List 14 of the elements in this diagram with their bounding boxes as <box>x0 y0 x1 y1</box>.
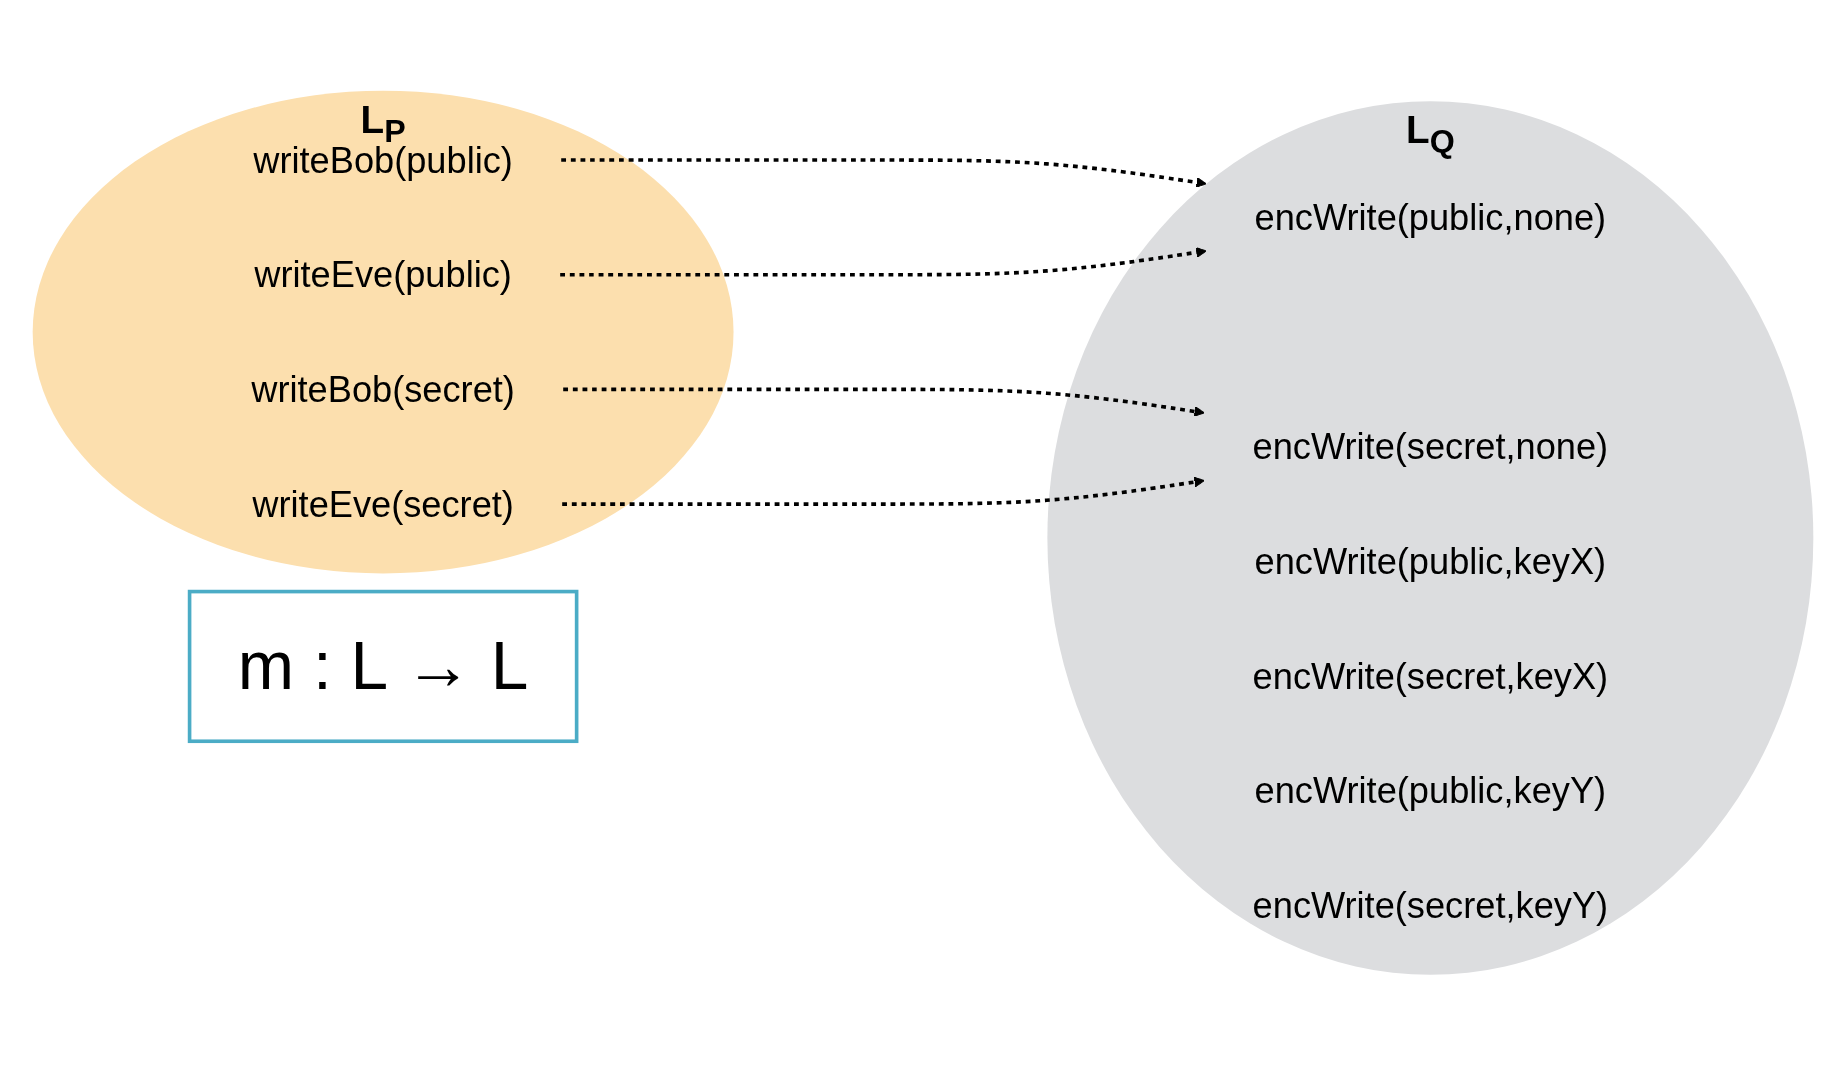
node-text: encWrite(secret,keyY) <box>1252 885 1608 926</box>
node-text: encWrite(public,none) <box>1254 197 1606 238</box>
node-text: writeEve(secret) <box>251 483 514 524</box>
arrow <box>559 246 1207 277</box>
node-text: encWrite(public,keyX) <box>1254 541 1606 582</box>
node-box: m : L → L <box>187 589 578 743</box>
node-text: encWrite(secret,none) <box>1252 426 1608 467</box>
node-text: writeEve(public) <box>253 254 512 295</box>
arrow <box>562 387 1205 417</box>
node-text: encWrite(secret,keyX) <box>1252 655 1608 696</box>
node-text: encWrite(public,keyY) <box>1254 770 1606 811</box>
arrow <box>560 158 1207 188</box>
node-text: writeBob(secret) <box>250 369 515 410</box>
arrow <box>561 476 1205 506</box>
